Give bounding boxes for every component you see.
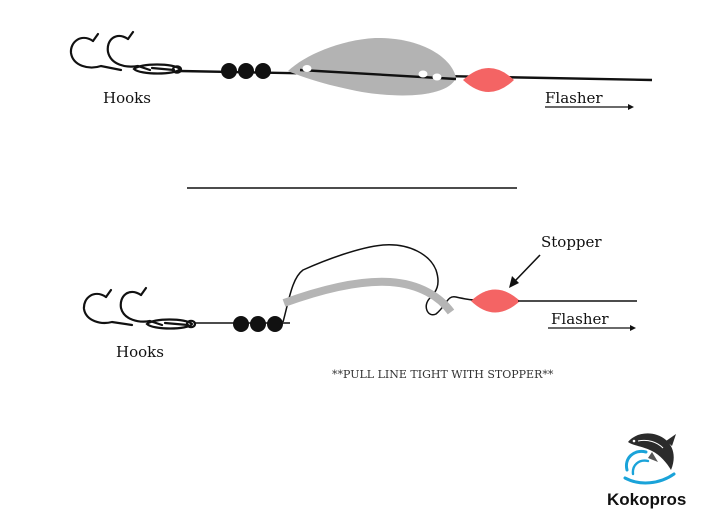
top-rig-flasher-label: Flasher [545, 89, 603, 107]
brand-name: Kokopros [607, 490, 687, 509]
bottom-rig [82, 244, 637, 332]
clevis-hole [432, 73, 442, 81]
bead [255, 63, 271, 79]
bead [238, 63, 254, 79]
bent-spinner-blade [282, 277, 455, 315]
top-rig [69, 30, 653, 110]
spinner-blade [288, 37, 456, 96]
top-rig-flasher-arrow [545, 104, 634, 110]
bottom-rig-beads [233, 316, 283, 332]
clevis-hole [418, 70, 428, 78]
bead [250, 316, 266, 332]
bottom-rig-line-loop [282, 244, 476, 323]
top-rig-line-through-blade [299, 68, 457, 81]
bead [221, 63, 237, 79]
salmon-icon [628, 433, 676, 470]
top-rig-stopper [463, 68, 514, 92]
stopper-pointer-arrow [509, 254, 541, 288]
bead [233, 316, 249, 332]
clevis-hole [302, 65, 312, 72]
water-swirl-icon [623, 449, 676, 485]
top-rig-hooks-label: Hooks [103, 89, 151, 107]
kokopros-logo [623, 433, 676, 485]
bottom-rig-flasher-label: Flasher [551, 310, 609, 328]
bottom-rig-hooks-icon [82, 286, 197, 330]
instruction-note: **PULL LINE TIGHT WITH STOPPER** [332, 368, 554, 381]
bead [267, 316, 283, 332]
bottom-rig-stopper [471, 289, 520, 313]
top-rig-hooks-icon [69, 30, 183, 75]
bottom-rig-flasher-arrow [548, 325, 636, 331]
stopper-label: Stopper [541, 233, 602, 251]
top-rig-beads [221, 63, 271, 79]
bottom-rig-hooks-label: Hooks [116, 343, 164, 361]
